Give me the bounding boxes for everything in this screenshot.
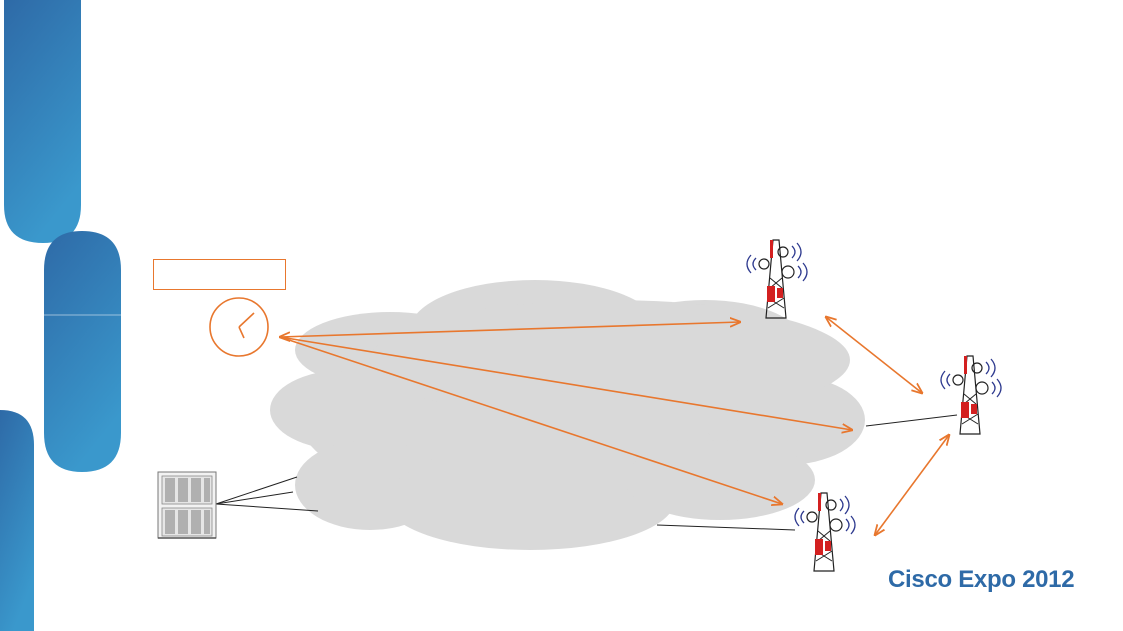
cell-tower-icon: [794, 492, 856, 572]
network-cloud-icon: [270, 280, 865, 550]
timing-sync-arrows: [280, 317, 949, 535]
clock-label-box: [153, 259, 286, 290]
decorative-blue-bands: [0, 0, 121, 631]
clock-icon: [209, 297, 269, 357]
arrow-to-tower-top: [280, 322, 740, 337]
arrow-tower-right-bottom: [875, 435, 949, 535]
physical-links: [215, 414, 958, 531]
arrow-to-tower-bottom: [279, 336, 782, 504]
arrow-tower-top-right: [826, 317, 922, 393]
footer-brand: Cisco Expo 2012: [888, 566, 1075, 593]
server-rack-icon: [157, 471, 217, 539]
cell-tower-icon: [940, 355, 1002, 435]
arrow-to-cloud-right: [279, 336, 852, 430]
